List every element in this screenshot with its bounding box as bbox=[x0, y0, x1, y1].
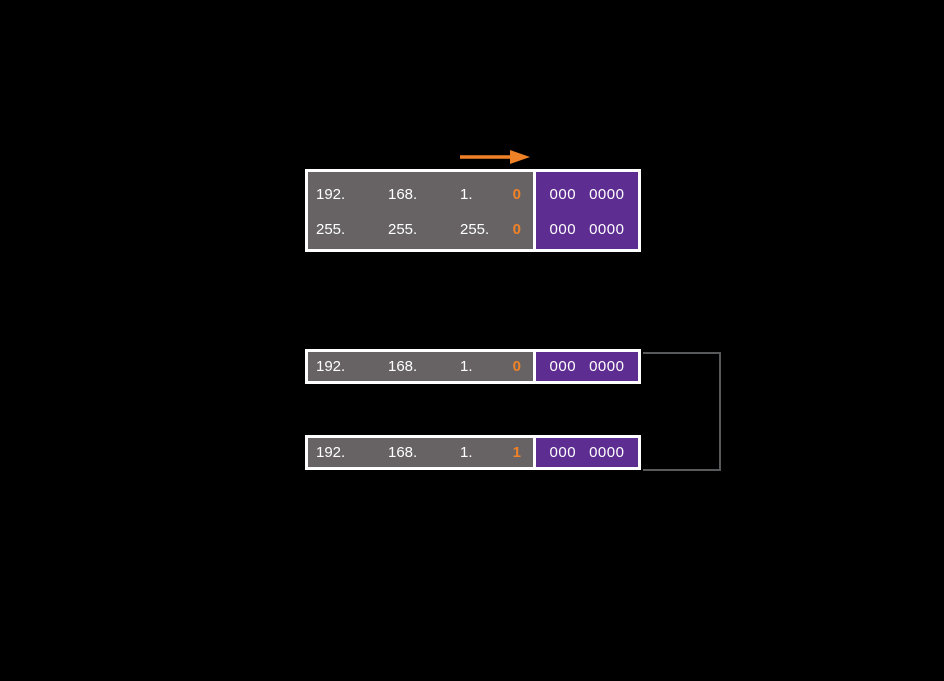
range-bracket bbox=[643, 352, 721, 471]
host-bits-panel: 000 0000 000 0000 bbox=[536, 172, 638, 249]
decimal-octets-panel: 192. 168. 1. 0 bbox=[308, 352, 533, 381]
host-bits-row: 000 0000 bbox=[536, 438, 638, 467]
host-bits-group: 000 bbox=[549, 221, 577, 238]
first-host-address-box: 192. 168. 1. 1 000 0000 bbox=[305, 435, 641, 470]
ip-octet-4-highlight: 0 bbox=[512, 358, 521, 375]
address-and-mask-box: 192. 168. 1. 0 255. 255. 255. 0 000 0000… bbox=[305, 169, 641, 252]
ip-octet-1: 192. bbox=[316, 444, 346, 461]
ip-octet-2: 168. bbox=[388, 358, 418, 375]
ip-host-bits-row: 000 0000 bbox=[536, 177, 638, 212]
network-address-row: 192. 168. 1. 0 bbox=[308, 352, 533, 381]
mask-host-bits-row: 000 0000 bbox=[536, 212, 638, 247]
subnet-mask-row: 255. 255. 255. 0 bbox=[308, 212, 533, 247]
ip-octet-3: 1. bbox=[460, 444, 473, 461]
mask-octet-4-highlight: 0 bbox=[512, 221, 521, 238]
right-arrow-icon bbox=[460, 150, 530, 164]
decimal-octets-panel: 192. 168. 1. 1 bbox=[308, 438, 533, 467]
ip-octet-2: 168. bbox=[388, 186, 418, 203]
mask-octet-1: 255. bbox=[316, 221, 346, 238]
ip-octet-3: 1. bbox=[460, 186, 473, 203]
host-bits-group: 0000 bbox=[589, 186, 625, 203]
host-bits-group: 0000 bbox=[589, 444, 625, 461]
host-address-row: 192. 168. 1. 1 bbox=[308, 438, 533, 467]
host-bits-panel: 000 0000 bbox=[536, 438, 638, 467]
ip-octet-4-highlight: 0 bbox=[512, 186, 521, 203]
host-bits-group: 0000 bbox=[589, 221, 625, 238]
host-bits-group: 000 bbox=[549, 358, 577, 375]
ip-octet-4-highlight: 1 bbox=[512, 444, 521, 461]
ip-octet-1: 192. bbox=[316, 358, 346, 375]
host-bits-group: 000 bbox=[549, 186, 577, 203]
ip-octet-2: 168. bbox=[388, 444, 418, 461]
host-bits-panel: 000 0000 bbox=[536, 352, 638, 381]
mask-octet-2: 255. bbox=[388, 221, 418, 238]
ip-address-row: 192. 168. 1. 0 bbox=[308, 177, 533, 212]
host-bits-group: 0000 bbox=[589, 358, 625, 375]
host-bits-group: 000 bbox=[549, 444, 577, 461]
decimal-octets-panel: 192. 168. 1. 0 255. 255. 255. 0 bbox=[308, 172, 533, 249]
ip-octet-3: 1. bbox=[460, 358, 473, 375]
host-bits-row: 000 0000 bbox=[536, 352, 638, 381]
network-address-box: 192. 168. 1. 0 000 0000 bbox=[305, 349, 641, 384]
mask-octet-3: 255. bbox=[460, 221, 490, 238]
ip-octet-1: 192. bbox=[316, 186, 346, 203]
